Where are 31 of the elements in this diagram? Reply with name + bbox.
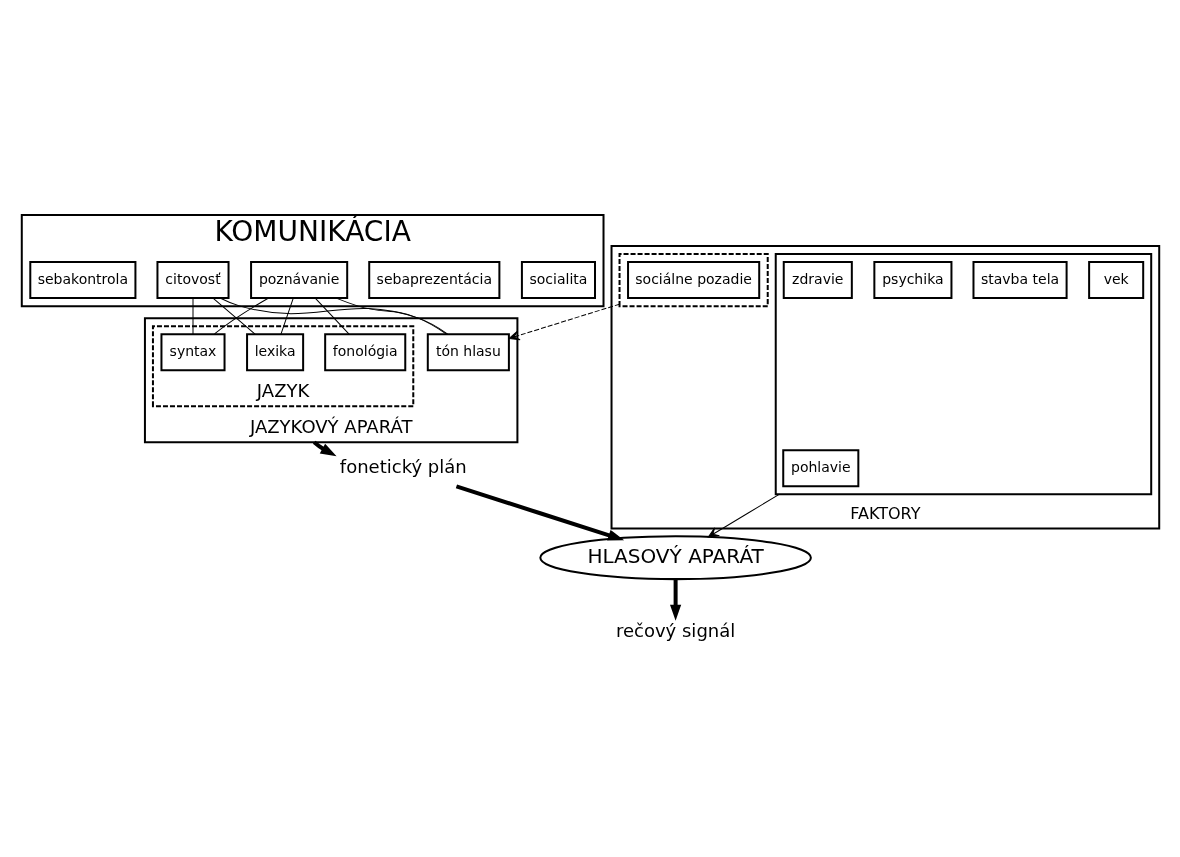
node-box: fonológia (323, 332, 406, 371)
arrow (707, 493, 780, 537)
arrow (669, 578, 681, 621)
node-box: zdravie (782, 260, 853, 299)
connector (219, 297, 448, 335)
connector (314, 297, 350, 335)
node-box: sebaprezentácia (367, 260, 500, 299)
node-box: socialita (520, 260, 596, 299)
node-box: sebakontrola (28, 260, 136, 299)
node-box: pohlavie (781, 448, 859, 487)
node-box: sociálne pozadie (626, 260, 760, 299)
connector (192, 297, 193, 335)
node-box: vek (1087, 260, 1144, 299)
arrow (455, 483, 624, 541)
node-text: rečový signál (615, 619, 735, 641)
node-box: syntax (159, 332, 226, 371)
node-box: poznávanie (249, 260, 348, 299)
cluster (618, 252, 769, 307)
node-box: psychika (872, 260, 952, 299)
cluster (774, 252, 1152, 495)
node-text: fonetický plán (339, 455, 467, 477)
connector (335, 297, 447, 335)
node-ellipse: HLASOVÝ APARÁT (538, 534, 812, 580)
connector (213, 297, 269, 334)
node-box: lexika (245, 332, 304, 371)
connector (212, 297, 256, 335)
node-box: citovosť (155, 260, 230, 299)
node-box: tón hlasu (426, 332, 510, 371)
arrow (508, 303, 620, 340)
node-box: stavba tela (972, 260, 1068, 299)
connector (279, 297, 294, 335)
